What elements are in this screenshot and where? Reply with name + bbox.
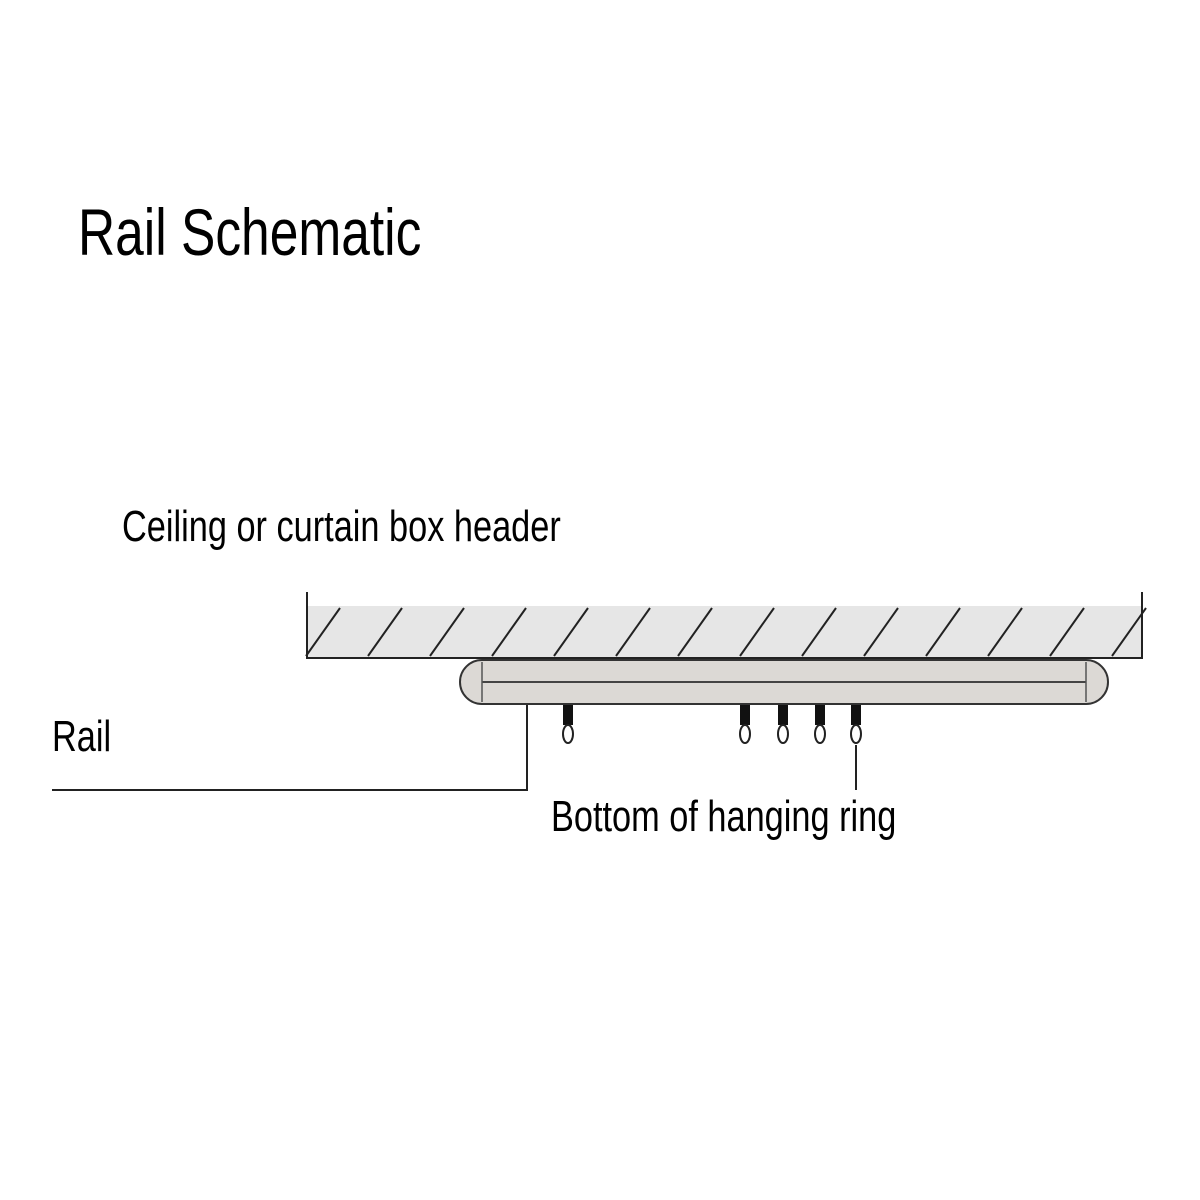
- ring-label: Bottom of hanging ring: [551, 792, 897, 841]
- ceiling-hatching: [305, 607, 1147, 657]
- hanging-ring: [850, 705, 862, 744]
- rail-leader-line: [52, 705, 528, 791]
- rail-label: Rail: [52, 712, 112, 761]
- hatch-line: [925, 607, 961, 657]
- hatch-line: [987, 607, 1023, 657]
- hanging-ring: [562, 705, 574, 744]
- hatch-line: [739, 607, 775, 657]
- hatch-line: [1049, 607, 1085, 657]
- hatch-line: [863, 607, 899, 657]
- hanging-ring: [739, 705, 751, 744]
- hatch-line: [801, 607, 837, 657]
- hatch-line: [615, 607, 651, 657]
- ceiling-box: [305, 592, 1147, 659]
- hanging-ring: [777, 705, 789, 744]
- hanging-rings: [562, 705, 862, 744]
- hatch-line: [429, 607, 465, 657]
- hatch-line: [305, 607, 341, 657]
- diagram-title: Rail Schematic: [78, 195, 422, 269]
- hatch-line: [677, 607, 713, 657]
- hatch-line: [367, 607, 403, 657]
- hanging-ring: [814, 705, 826, 744]
- rail: [459, 659, 1109, 705]
- hatch-line: [553, 607, 589, 657]
- ceiling-label: Ceiling or curtain box header: [122, 502, 561, 551]
- hatch-line: [1111, 607, 1147, 657]
- ceiling-outline: [306, 592, 1143, 659]
- hatch-line: [491, 607, 527, 657]
